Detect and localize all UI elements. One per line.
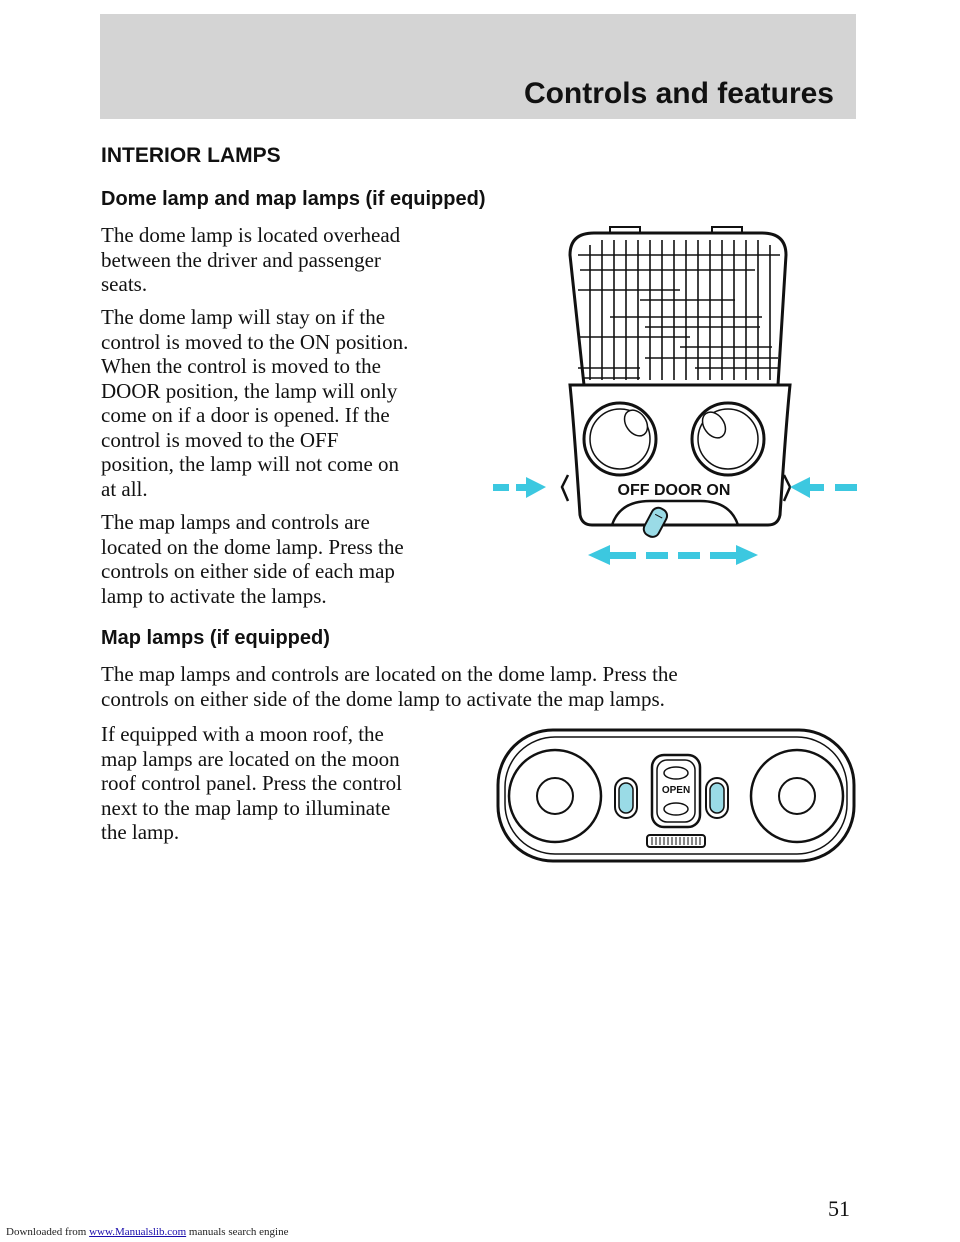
right-map-lamp-button[interactable]	[709, 782, 725, 814]
map-paragraph-2: If equipped with a moon roof, the map la…	[101, 722, 402, 845]
left-lamp-lens	[536, 777, 574, 815]
map-paragraph-1: The map lamps and controls are located o…	[101, 662, 678, 711]
footer-link[interactable]: www.Manualslib.com	[89, 1226, 187, 1238]
slide-direction-arrow-icon	[588, 545, 758, 565]
footer: Downloaded from www.Manualslib.com manua…	[6, 1226, 288, 1238]
left-lamp-highlight	[623, 409, 649, 437]
text-line: the lamp.	[101, 820, 180, 844]
page-number: 51	[828, 1196, 850, 1221]
moonroof-panel-illustration: OPEN	[496, 728, 856, 863]
switch-slot	[610, 499, 740, 526]
lens-grid	[578, 240, 780, 380]
text-line: lamp to activate the lamps.	[101, 583, 327, 608]
dome-paragraph-1: The dome lamp is located overhead betwee…	[101, 223, 400, 297]
right-lamp-highlight	[701, 411, 727, 439]
dome-paragraph-3: The map lamps and controls are located o…	[101, 510, 404, 608]
text-line: at all.	[101, 476, 148, 501]
right-latch	[782, 474, 792, 502]
text-line: come on if a door is opened. If the	[101, 403, 390, 427]
footer-prefix: Downloaded from	[6, 1226, 90, 1238]
left-press-arrow-icon	[493, 477, 546, 498]
dome-lamp-illustration: OFF DOOR ON	[493, 226, 857, 565]
switch-upper-dimple	[663, 766, 689, 780]
text-line: DOOR position, the lamp will only	[101, 378, 398, 403]
dome-paragraph-2: The dome lamp will stay on if the contro…	[101, 305, 408, 501]
text-line: The map lamps and controls are located o…	[101, 662, 678, 686]
text-line: roof control panel. Press the control	[101, 771, 402, 795]
footer-suffix: manuals search engine	[186, 1226, 289, 1238]
lamp-tab	[609, 226, 641, 233]
text-line: The dome lamp is located overhead	[101, 223, 401, 247]
page-title: Controls and features	[523, 77, 834, 110]
left-map-lamp-button[interactable]	[618, 782, 634, 814]
text-line: map lamps are located on the moon	[101, 746, 400, 771]
text-line: next to the map lamp to illuminate	[101, 795, 391, 820]
text-line: The map lamps and controls are	[101, 510, 370, 534]
panel-inner	[504, 736, 848, 855]
left-latch	[560, 474, 570, 502]
switch-lower-dimple	[663, 802, 689, 816]
text-line: position, the lamp will not come on	[101, 452, 400, 476]
text-line: controls on either side of each map	[101, 559, 395, 583]
switch-label: OFF DOOR ON	[618, 482, 731, 499]
text-line: The dome lamp will stay on if the	[101, 305, 386, 329]
thumbwheel-ridges	[651, 837, 701, 845]
header-band: Controls and features	[100, 14, 856, 119]
switch-lever[interactable]	[641, 505, 669, 539]
text-line: located on the dome lamp. Press the	[101, 534, 404, 559]
text-line: If equipped with a moon roof, the	[101, 722, 384, 746]
map-lamps-heading: Map lamps (if equipped)	[101, 627, 330, 649]
section-heading: INTERIOR LAMPS	[101, 144, 281, 167]
right-lamp-lens	[778, 777, 816, 815]
lamp-tab	[711, 226, 743, 233]
right-press-arrow-icon	[790, 477, 857, 498]
text-line: control is moved to the OFF	[101, 427, 339, 452]
text-line: between the driver and passenger	[101, 247, 381, 272]
text-line: When the control is moved to the	[101, 354, 381, 378]
text-line: seats.	[101, 272, 148, 296]
dome-lamp-heading: Dome lamp and map lamps (if equipped)	[101, 188, 486, 210]
open-label: OPEN	[662, 785, 690, 796]
text-line: controls on either side of the dome lamp…	[101, 686, 665, 711]
text-line: control is moved to the ON position.	[101, 329, 409, 354]
